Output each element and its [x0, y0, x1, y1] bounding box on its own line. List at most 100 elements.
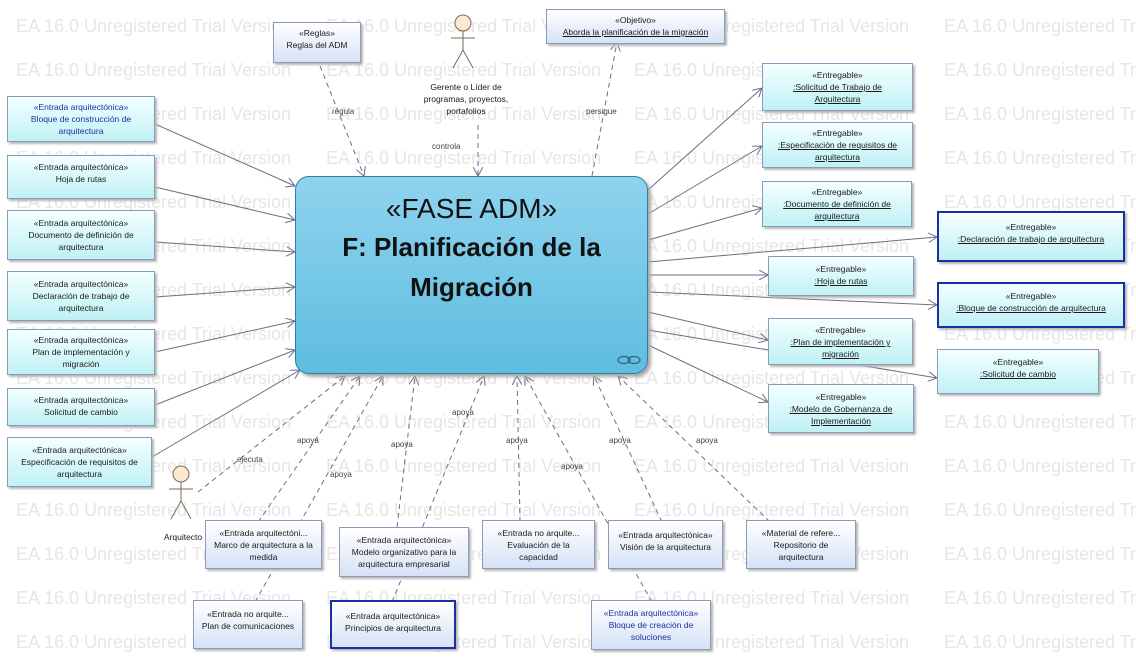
deliverable-box-bloque-construccion[interactable]: «Entregable» :Bloque de construcción de …	[937, 282, 1125, 328]
phase-name-line2: Migración	[410, 272, 533, 302]
manager-actor-icon[interactable]	[450, 14, 476, 70]
stereotype-label: «Entregable»	[811, 187, 863, 197]
stereotype-label: «Objetivo»	[615, 15, 656, 25]
deliverable-box-especificacion-requisitos[interactable]: «Entregable» :Especificación de requisit…	[762, 122, 913, 168]
stereotype-label: «Entrada arquitectónica»	[356, 535, 452, 545]
deliverable-name: arquitectura	[815, 152, 860, 162]
support-name: capacidad	[519, 552, 558, 562]
input-box-documento-definicion[interactable]: «Entrada arquitectónica» Documento de de…	[7, 210, 155, 260]
deliverable-name: Arquitectura	[814, 94, 861, 104]
stereotype-label: «Reglas»	[299, 28, 335, 38]
support-name: Evaluación de la	[507, 540, 570, 550]
phase-f-migration-planning[interactable]: «FASE ADM» F: Planificación de la Migrac…	[295, 176, 648, 374]
objective-box[interactable]: «Objetivo» Aborda la planificación de la…	[546, 9, 725, 44]
stereotype-label: «Entregable»	[815, 264, 867, 274]
deliverable-name: migración	[822, 349, 859, 359]
edge-label-apoya: apoya	[696, 436, 718, 445]
edge-label-apoya: apoya	[391, 440, 413, 449]
support-name: medida	[249, 552, 278, 562]
rules-name: Reglas del ADM	[286, 40, 348, 50]
manager-actor-label: Gerente o Líder de programas, proyectos,…	[423, 82, 509, 116]
input-box-plan-implementacion[interactable]: «Entrada arquitectónica» Plan de impleme…	[7, 329, 155, 375]
objective-name: Aborda la planificación de la migración	[562, 27, 709, 37]
stereotype-label: «Entregable»	[815, 325, 866, 335]
phase-stereotype: «FASE ADM»	[385, 193, 558, 224]
phase-name-line1: F: Planificación de la	[342, 232, 601, 262]
deliverable-box-documento-definicion[interactable]: «Entregable» :Documento de definición de…	[762, 181, 912, 227]
input-name: Plan de implementación y	[32, 347, 130, 357]
input-name: Documento de definición de	[28, 230, 134, 240]
input-box-solicitud-cambio[interactable]: «Entrada arquitectónica» Solicitud de ca…	[7, 388, 155, 426]
stereotype-label: «Entregable»	[812, 70, 863, 80]
deliverable-name: :Solicitud de cambio	[979, 369, 1057, 379]
input-name: arquitectura	[58, 242, 104, 252]
stereotype-label: «Entregable»	[992, 357, 1044, 367]
stereotype-label: «Entrada arquitectóni...	[219, 528, 308, 538]
input-name: migración	[62, 359, 100, 369]
input-name: arquitectura	[58, 126, 104, 136]
input-box-especificacion-requisitos[interactable]: «Entrada arquitectónica» Especificación …	[7, 437, 152, 487]
deliverable-name: :Plan de implementación y	[790, 337, 891, 347]
support-name: soluciones	[630, 632, 672, 642]
deliverable-box-hoja-de-rutas[interactable]: «Entregable» :Hoja de rutas	[768, 256, 914, 296]
stereotype-label: «Entrada arquitectónica»	[345, 611, 441, 621]
stereotype-label: «Entrada arquitectónica»	[618, 530, 713, 540]
stereotype-label: «Entrada arquitectónica»	[33, 335, 129, 345]
stereotype-label: «Entrada arquitectónica»	[33, 279, 129, 289]
input-box-bloque-construccion[interactable]: «Entrada arquitectónica» Bloque de const…	[7, 96, 155, 142]
stereotype-label: «Entregable»	[815, 392, 867, 402]
support-name: arquitectura empresarial	[358, 559, 450, 569]
support-box-evaluacion-capacidad[interactable]: «Entrada no arquite... Evaluación de la …	[482, 520, 595, 569]
support-box-repositorio-arquitectura[interactable]: «Material de refere... Repositorio de ar…	[746, 520, 856, 569]
edge-label-ejecuta: ejecuta	[237, 455, 263, 464]
input-name: Solicitud de cambio	[44, 407, 118, 417]
stereotype-label: «Entrada no arquite...	[497, 528, 580, 538]
input-name: Declaración de trabajo de	[32, 291, 130, 301]
edge-label-apoya: apoya	[609, 436, 631, 445]
support-name: Marco de arquitectura a la	[214, 540, 313, 550]
deliverable-box-modelo-gobernanza[interactable]: «Entregable» :Modelo de Gobernanza de Im…	[768, 384, 914, 433]
support-name: Plan de comunicaciones	[201, 621, 295, 631]
input-name: arquitectura	[57, 469, 102, 479]
deliverable-name: Implementación	[810, 416, 871, 426]
rules-adm-box[interactable]: «Reglas» Reglas del ADM	[273, 22, 361, 63]
architect-actor-label: Arquitecto	[163, 532, 203, 542]
stereotype-label: «Entregable»	[1005, 222, 1057, 232]
stereotype-label: «Entrada arquitectónica»	[33, 102, 129, 112]
stereotype-label: «Entrada arquitectónica»	[33, 395, 129, 405]
stereotype-label: «Material de refere...	[761, 528, 841, 538]
input-box-hoja-de-rutas[interactable]: «Entrada arquitectónica» Hoja de rutas	[7, 155, 155, 199]
stereotype-label: «Entrada arquitectónica»	[33, 218, 129, 228]
stereotype-label: «Entregable»	[812, 128, 863, 138]
deliverable-box-solicitud-cambio[interactable]: «Entregable» :Solicitud de cambio	[937, 349, 1099, 394]
architect-actor-icon[interactable]	[168, 465, 194, 521]
support-box-modelo-organizativo[interactable]: «Entrada arquitectónica» Modelo organiza…	[339, 527, 469, 577]
edge-label-regula: regula	[332, 107, 355, 116]
support-name: Modelo organizativo para la	[351, 547, 457, 557]
stereotype-label: «Entregable»	[1005, 291, 1057, 301]
deliverable-name: :Modelo de Gobernanza de	[789, 404, 893, 414]
support-box-vision-arquitectura[interactable]: «Entrada arquitectónica» Visión de la ar…	[608, 520, 723, 569]
deliverable-box-solicitud-trabajo[interactable]: «Entregable» :Solicitud de Trabajo de Ar…	[762, 63, 913, 111]
edge-label-persigue: persigue	[586, 107, 617, 116]
support-box-marco-arquitectura[interactable]: «Entrada arquitectóni... Marco de arquit…	[205, 520, 322, 569]
deliverable-box-declaracion-trabajo[interactable]: «Entregable» :Declaración de trabajo de …	[937, 211, 1125, 262]
link-chain-icon	[617, 355, 641, 365]
stereotype-label: «Entrada arquitectónica»	[33, 162, 129, 172]
support-box-plan-comunicaciones[interactable]: «Entrada no arquite... Plan de comunicac…	[193, 600, 303, 649]
stereotype-label: «Entrada arquitectónica»	[603, 608, 699, 618]
edge-label-apoya: apoya	[506, 436, 528, 445]
support-box-bloque-creacion-soluciones[interactable]: «Entrada arquitectónica» Bloque de creac…	[591, 600, 711, 650]
deliverable-box-plan-implementacion[interactable]: «Entregable» :Plan de implementación y m…	[768, 318, 913, 365]
support-box-principios-arquitectura[interactable]: «Entrada arquitectónica» Principios de a…	[330, 600, 456, 649]
deliverable-name: :Declaración de trabajo de arquitectura	[957, 234, 1105, 244]
edge-label-controla: controla	[432, 142, 461, 151]
deliverable-name: arquitectura	[814, 211, 860, 221]
stereotype-label: «Entrada no arquite...	[207, 609, 289, 619]
support-name: arquitectura	[778, 552, 824, 562]
input-box-declaracion-trabajo[interactable]: «Entrada arquitectónica» Declaración de …	[7, 271, 155, 321]
deliverable-name: :Bloque de construcción de arquitectura	[956, 303, 1106, 313]
input-name: Especificación de requisitos de	[21, 457, 138, 467]
edge-label-apoya: apoya	[452, 408, 474, 417]
input-name: Hoja de rutas	[55, 174, 107, 184]
